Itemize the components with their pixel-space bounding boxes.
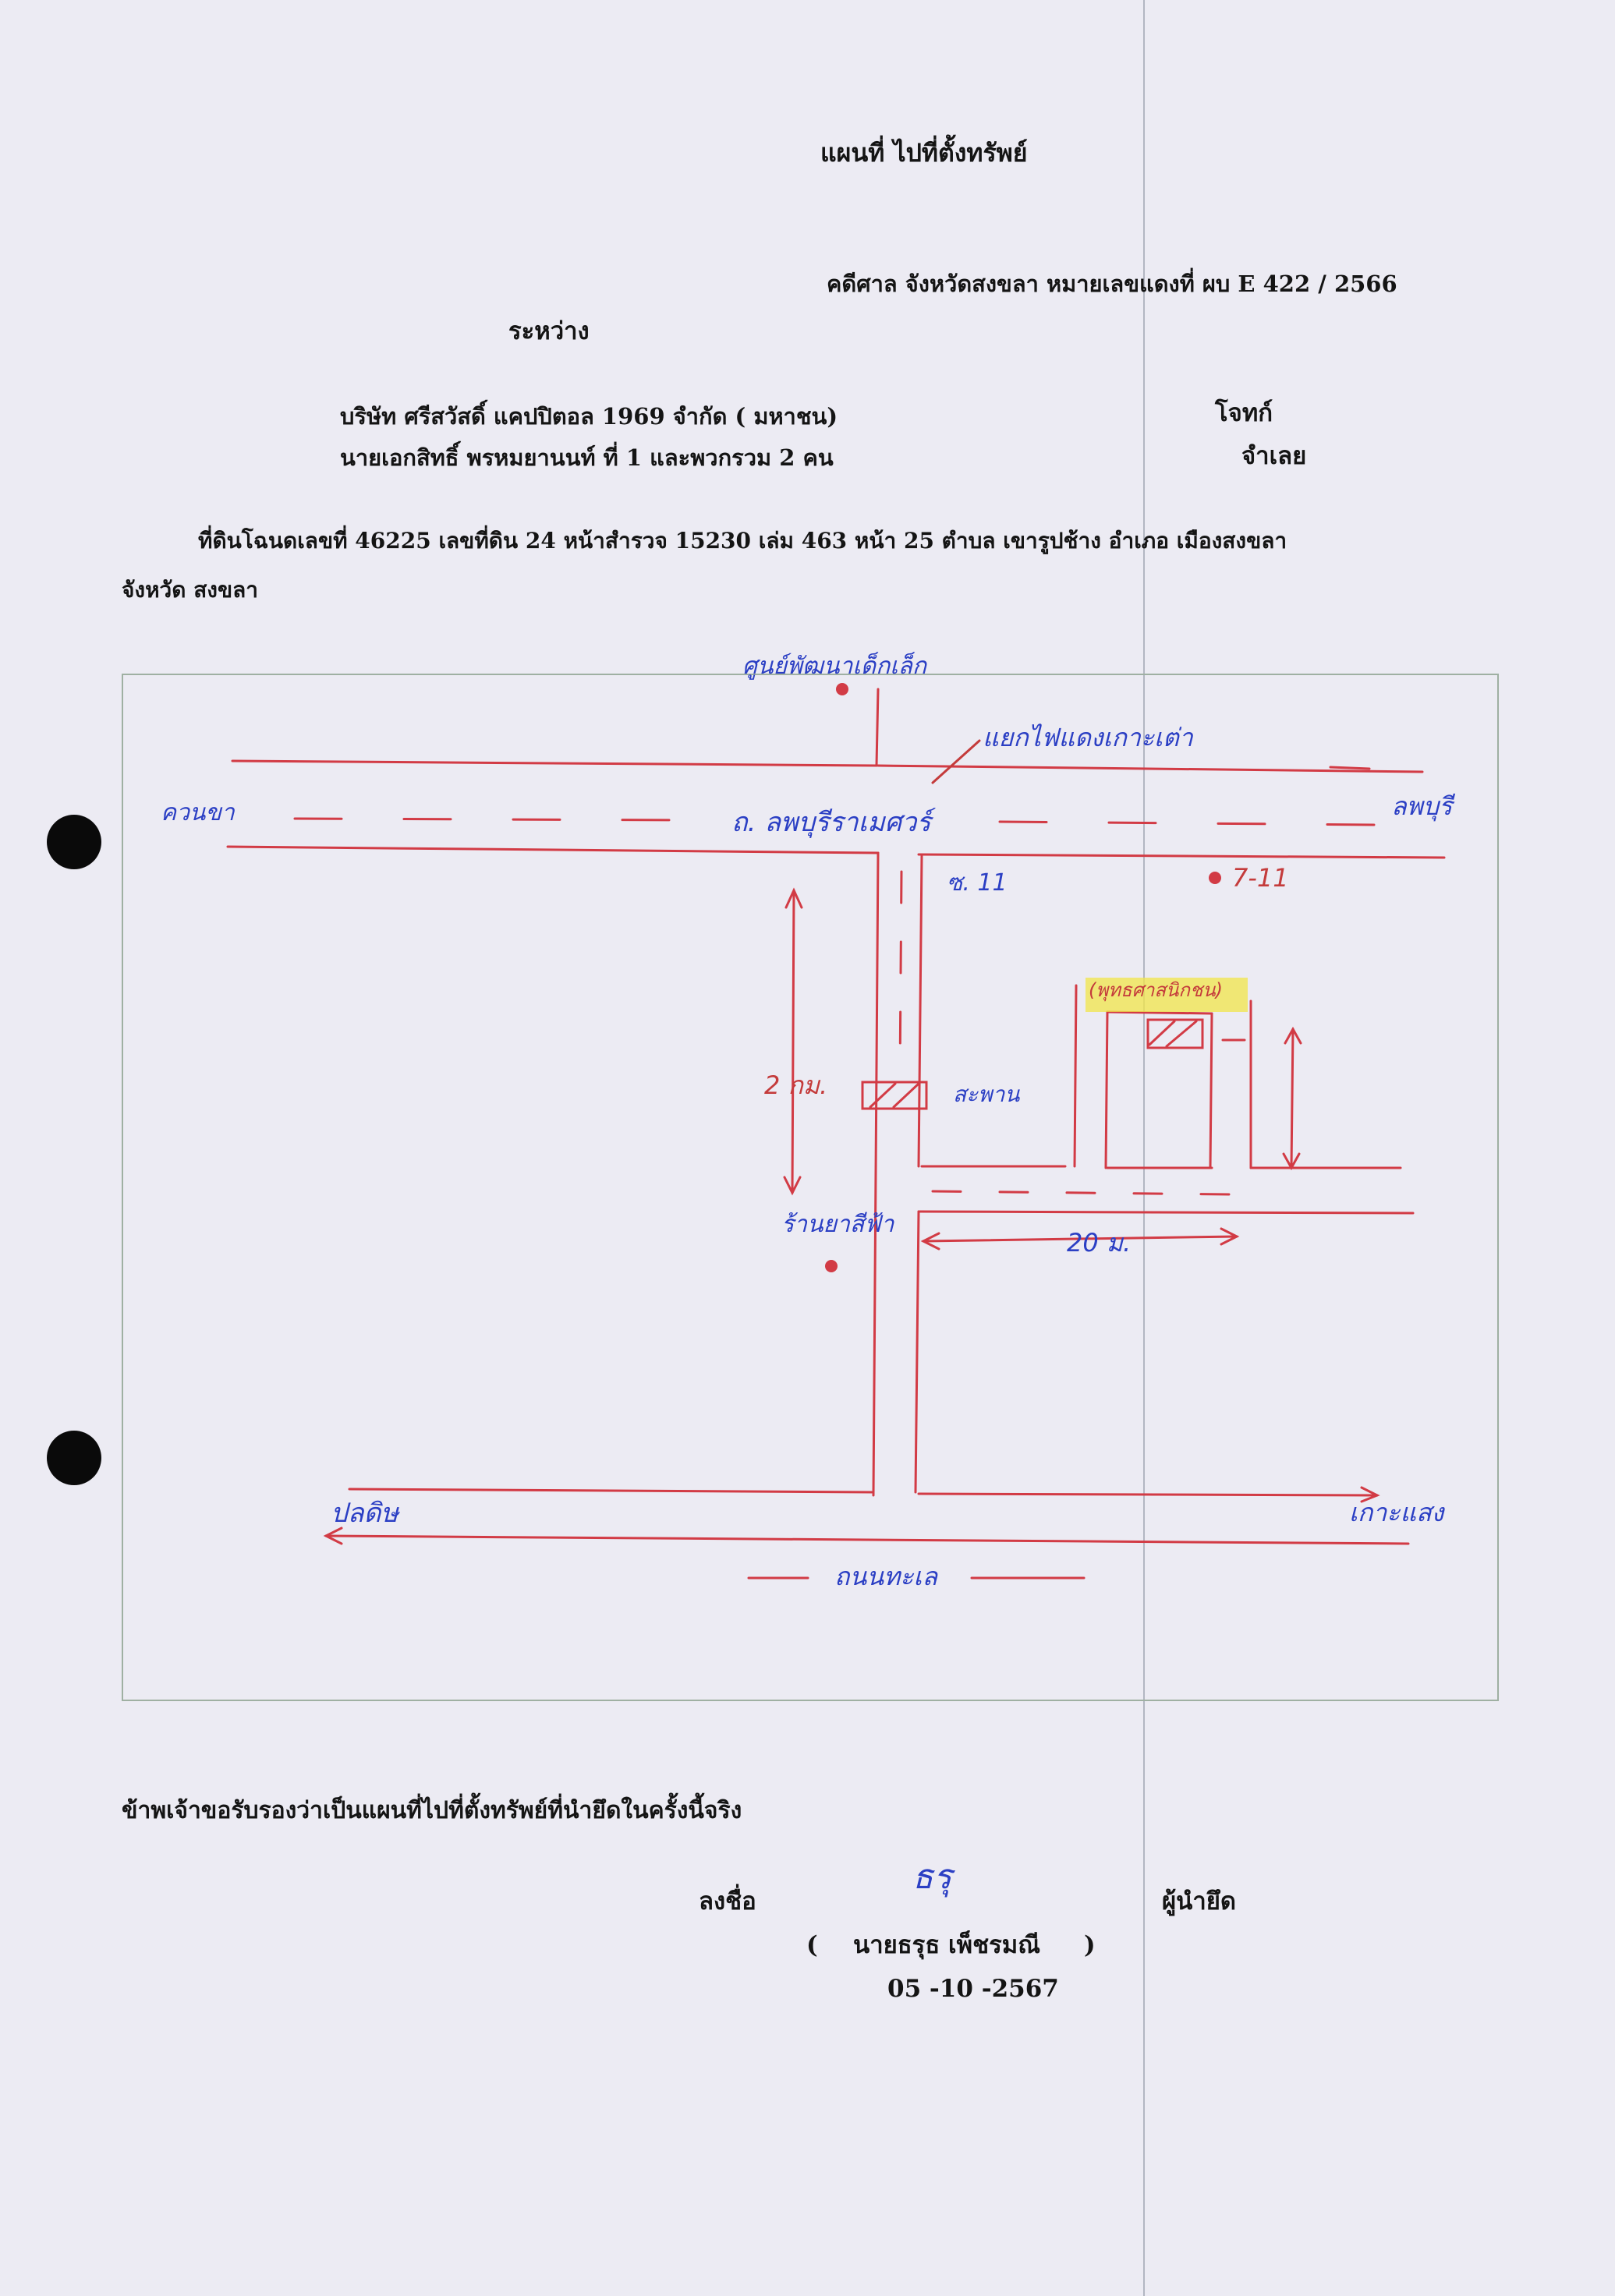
right-road-end-label: ลพบุรี [1391, 791, 1453, 821]
seven-eleven-dot [1209, 872, 1221, 884]
bottom-road-label: ถนนทะเล [834, 1562, 937, 1591]
property-label-highlight [1086, 978, 1248, 1012]
punch-hole-bottom [47, 1431, 101, 1485]
plaintiff-name: บริษัท ศรีสวัสดิ์ แคปปิตอล 1969 จำกัด ( … [340, 403, 838, 430]
lane-lower-edge [917, 1210, 1415, 1215]
property-right-wall [1209, 1012, 1213, 1169]
main-road-label: ถ. ลพบุรีราเมศวร์ [731, 807, 931, 838]
property-hatch-box [1146, 1018, 1204, 1049]
shop-label: ร้านยาสีฟ้า [781, 1211, 894, 1238]
property-label: (พุทธศาสนิกชน) [1089, 979, 1224, 1001]
main-road-top-right-edge [877, 764, 1424, 773]
shop-dot [825, 1260, 838, 1272]
bottom-road-top-right [917, 1492, 1379, 1497]
block-right-edge [1073, 984, 1078, 1168]
paren-close: ) [1084, 1931, 1096, 1959]
case-line: คดีศาล จังหวัดสงขลา หมายเลขแดงที่ ผบ E 4… [827, 271, 1397, 297]
paper-fold-line [1143, 0, 1145, 2296]
bottom-road-bottom [324, 1534, 1410, 1545]
distance-2km-arrow [791, 889, 795, 1194]
map-frame [122, 674, 1499, 1701]
bottom-road-top-left [348, 1488, 873, 1494]
side-road-right-edge-upper [917, 854, 923, 1168]
top-landmark-dot [836, 683, 848, 695]
bridge-mark [861, 1081, 928, 1110]
hand-drawn-map [226, 683, 1446, 1580]
seven-eleven-label: 7-11 [1232, 863, 1289, 893]
junction-pointer-arrow [931, 739, 981, 784]
property-left-wall [1104, 1010, 1109, 1169]
junction-upper-road [875, 688, 880, 767]
page-title: แผนที่ ไปที่ตั้งทรัพย์ [820, 138, 1028, 168]
main-road-bottom-right-edge [917, 853, 1446, 859]
left-road-end-label: ควนขา [161, 799, 235, 826]
main-road-arrow-right [1329, 766, 1371, 770]
side-road-centerline [898, 870, 903, 1081]
signature: ธรุ [912, 1857, 952, 1897]
main-road-top-left-edge [231, 759, 878, 767]
side-road-left-edge [872, 851, 880, 1497]
distance-20m-label: 20 ม. [1067, 1228, 1132, 1258]
main-road-bottom-left-edge [226, 845, 880, 854]
side-road-right-edge-lower [914, 1210, 920, 1494]
top-landmark-label: ศูนย์พัฒนาเด็กเล็ก [742, 653, 927, 680]
land-detail-line-2: จังหวัด สงขลา [122, 577, 258, 603]
punch-hole-top [47, 815, 101, 869]
plaintiff-role: โจทก์ [1215, 399, 1273, 427]
distance-10m-arrow [1290, 1028, 1294, 1169]
bottom-right-label: เกาะแสง [1349, 1498, 1444, 1527]
certification-text: ข้าพเจ้าขอรับรองว่าเป็นแผนที่ไปที่ตั้งทร… [122, 1797, 742, 1824]
bridge-label: สะพาน [953, 1081, 1020, 1107]
side-road-label: ซ. 11 [947, 869, 1008, 897]
defendant-name: นายเอกสิทธิ์ พรหมยานนท์ ที่ 1 และพวกรวม … [340, 444, 834, 471]
junction-label: แยกไฟแดงเกาะเต่า [983, 723, 1193, 752]
signer-role: ผู้นำยึด [1162, 1887, 1237, 1916]
sign-date: 05 -10 -2567 [887, 1975, 1059, 2003]
distance-20m-arrow [922, 1235, 1238, 1243]
distance-2km-label: 2 กม. [764, 1070, 828, 1100]
property-top-wall [1106, 1010, 1213, 1015]
land-detail-line-1: ที่ดินโฉนดเลขที่ 46225 เลขที่ดิน 24 หน้า… [198, 528, 1287, 554]
lane-centerline [931, 1190, 1231, 1196]
bottom-left-label: ปลดิษ [331, 1498, 398, 1529]
between-label: ระหว่าง [508, 317, 590, 345]
signer-name: นายธรุธ เพ็ชรมณี [853, 1931, 1040, 1959]
defendant-role: จำเลย [1241, 442, 1307, 470]
sign-label: ลงชื่อ [699, 1887, 756, 1916]
paren-open: ( [806, 1931, 818, 1959]
